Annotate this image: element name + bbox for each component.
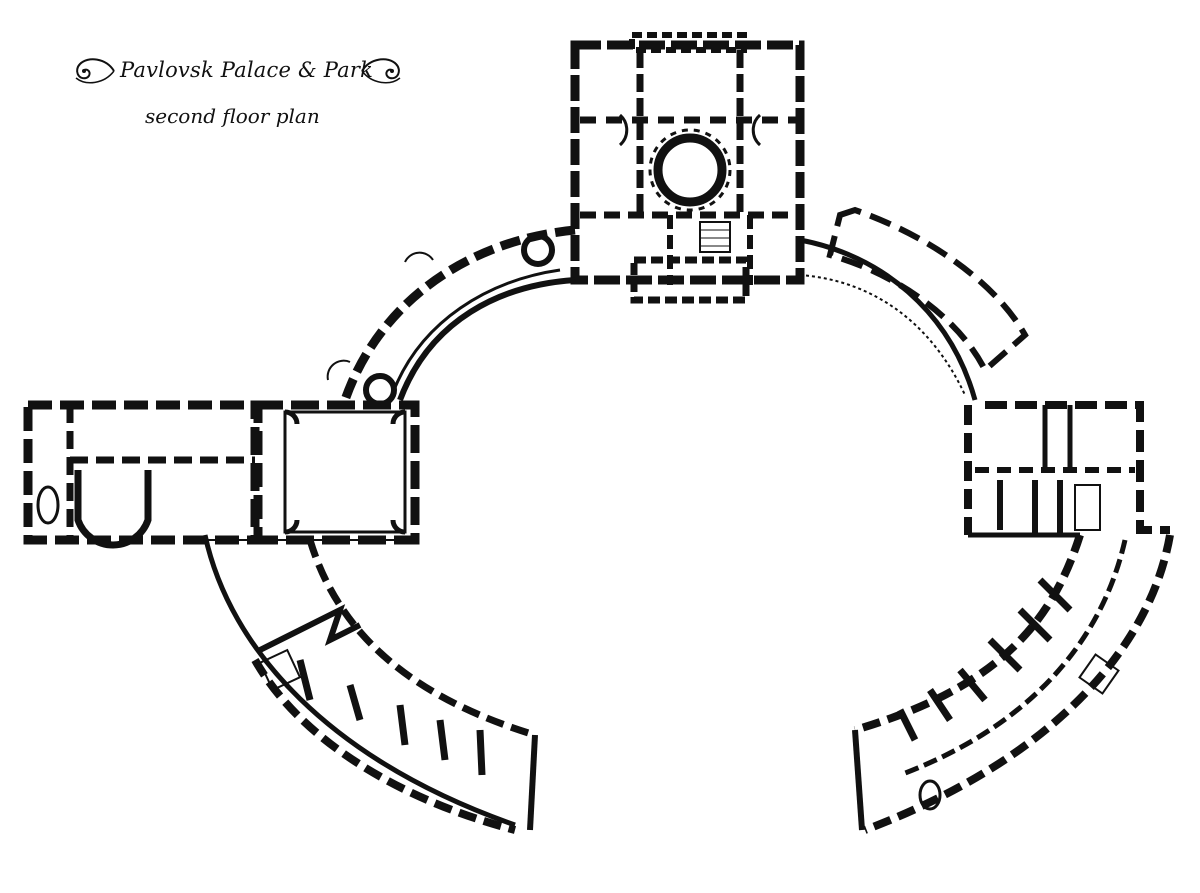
flourish-icon [361, 58, 401, 84]
plan-subtitle: second floor plan [145, 104, 320, 128]
central-block [570, 32, 805, 304]
left-curved-gallery [326, 225, 576, 407]
title-block: Pavlovsk Palace & Park second floor plan [60, 50, 420, 140]
left-wing [23, 400, 420, 549]
plan-title: Pavlovsk Palace & Park [120, 58, 374, 82]
right-curved-gallery [799, 206, 1029, 401]
right-wing [964, 401, 1170, 538]
lower-left-wing [202, 534, 538, 834]
flourish-icon [75, 58, 115, 84]
lower-right-wing [852, 533, 1174, 834]
